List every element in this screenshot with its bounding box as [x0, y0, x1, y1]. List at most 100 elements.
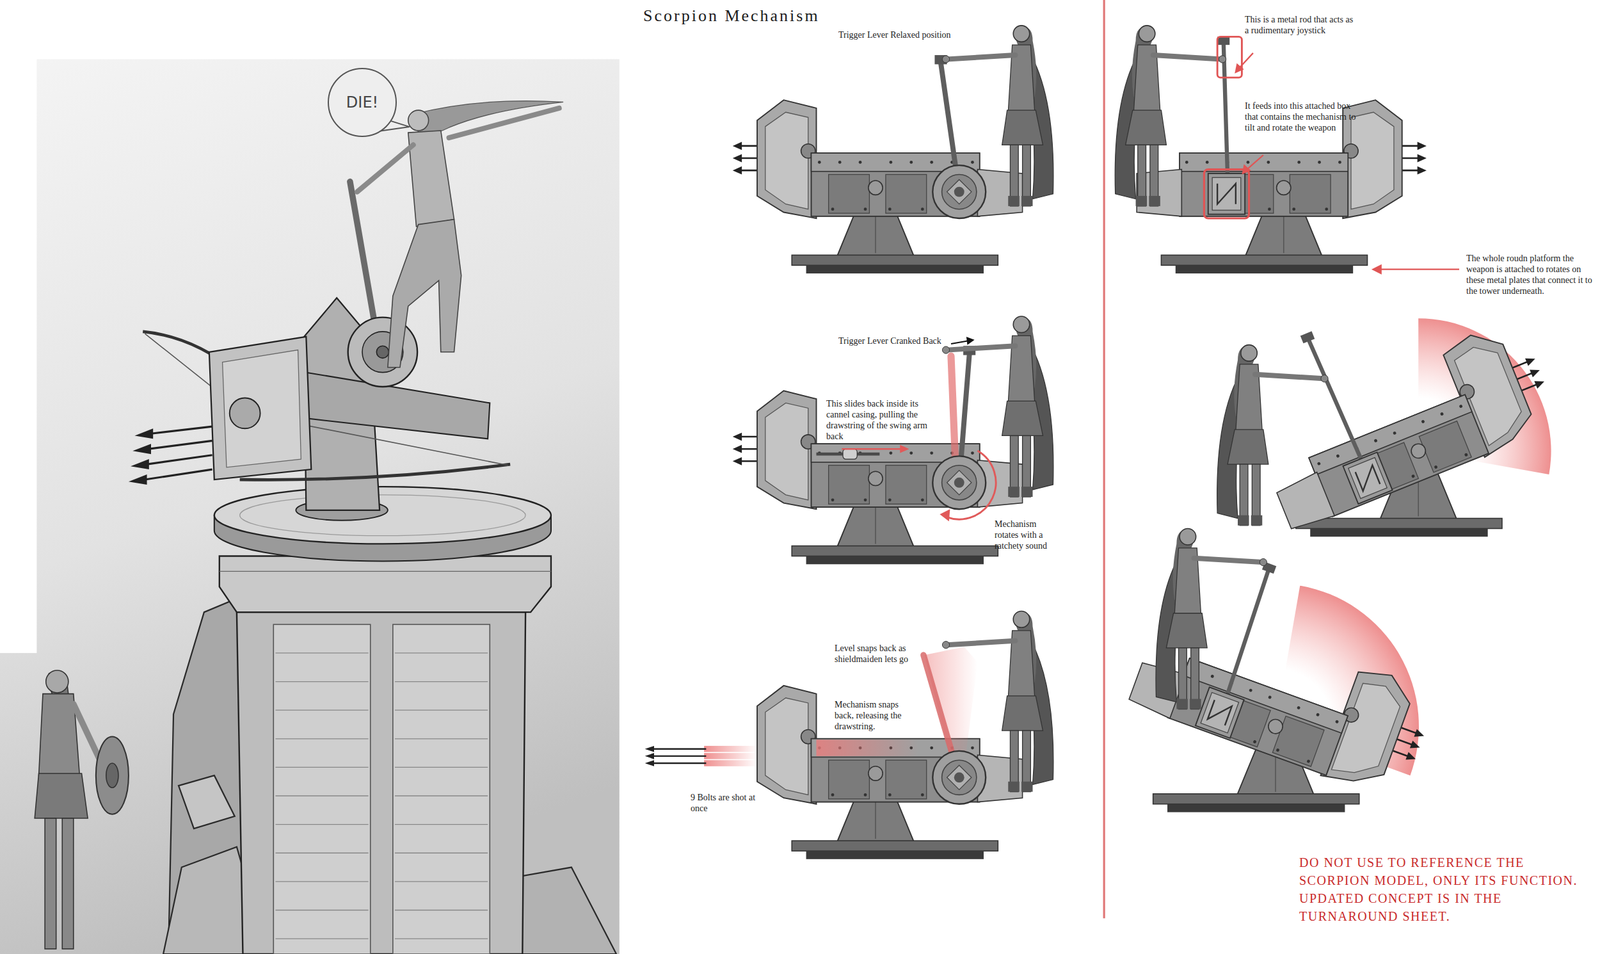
tower-bolts [147, 455, 213, 464]
annotation: Trigger Lever Relaxed position [838, 29, 952, 41]
tower-shieldmaiden [357, 101, 564, 368]
annotation: 9 Bolts are shot at once [690, 791, 767, 814]
channel-glow [816, 739, 919, 756]
tower-shieldmaiden [357, 144, 414, 192]
tower-scorpion [222, 350, 302, 468]
tower-scene [0, 0, 620, 954]
flying-bolts [650, 755, 706, 757]
tower-scorpion [128, 181, 511, 521]
flying-bolts [650, 762, 706, 764]
rocks [163, 591, 617, 954]
tower-scorpion [128, 428, 153, 485]
crank-arrow [966, 336, 975, 345]
tilt-up-view [1225, 257, 1563, 535]
tower-column [236, 611, 526, 954]
annotation: This is a metal rod that acts as a rudim… [1244, 14, 1355, 36]
tower-column [219, 570, 552, 572]
tilt-down-view [1195, 558, 1291, 738]
annotation: Mechanism rotates with a ratchety sound [994, 518, 1062, 552]
tower-scene [0, 58, 620, 954]
tilt-down-view [1155, 528, 1267, 709]
callout-arrows [1234, 53, 1460, 275]
tower-scorpion [376, 345, 389, 358]
flying-bolts [650, 748, 706, 750]
crank-arrow [951, 340, 969, 344]
joystick-view [1136, 99, 1403, 219]
standing-shieldmaiden [62, 817, 74, 949]
release-view [757, 685, 1023, 804]
slide-rod [842, 448, 857, 459]
tower-scorpion [209, 336, 312, 480]
flying-bolts [645, 745, 758, 767]
tower-column [273, 624, 370, 954]
tilt-up-view [1249, 325, 1540, 535]
release-view [942, 611, 1053, 792]
annotation: Trigger Lever Cranked Back [838, 335, 942, 347]
tower-scorpion [128, 474, 148, 485]
callout-arrows [1239, 53, 1254, 68]
tower-scorpion [229, 398, 261, 429]
tower-bolts [149, 440, 213, 449]
flying-bolts [645, 745, 655, 752]
bubble-outline [328, 68, 397, 137]
flying-bolts [645, 759, 655, 767]
tilt-up-view [1217, 257, 1563, 537]
rotation-arrow [939, 450, 996, 521]
rotation-arrow [946, 450, 996, 520]
tower-column [240, 494, 526, 536]
release-view [645, 611, 1054, 859]
callout-arrows [1234, 63, 1244, 74]
tilt-up-view [1291, 325, 1392, 504]
tower-shieldmaiden [449, 108, 560, 138]
slide-arrow [899, 444, 909, 454]
tower-column [392, 624, 490, 954]
flying-bolts [704, 759, 758, 767]
cranked-view [757, 390, 1023, 509]
joystick-view [1208, 36, 1245, 214]
flying-bolts [645, 752, 655, 760]
standing-shieldmaiden [96, 736, 129, 815]
relaxed-view [932, 165, 986, 219]
warning-note: DO NOT USE TO REFERENCE THE SCORPION MOD… [1299, 853, 1588, 925]
tower-column [219, 556, 552, 613]
standing-shieldmaiden [106, 762, 119, 788]
annotation: Level snaps back as shieldmaiden lets go [834, 642, 912, 665]
rocks [178, 775, 235, 829]
annotation: Mechanism snaps back, releasing the draw… [834, 698, 920, 732]
relaxed-view [732, 25, 1054, 274]
standing-shieldmaiden [44, 817, 57, 949]
tower-shieldmaiden [387, 219, 462, 368]
flying-bolts [704, 752, 758, 760]
tower-bolts [144, 426, 212, 480]
tower-column [214, 486, 552, 544]
tilt-up-view [1217, 344, 1328, 526]
box-highlight [1203, 169, 1249, 219]
annotation: The whole roudn platform the weapon is a… [1466, 252, 1593, 297]
cranked-view [942, 316, 1053, 497]
relaxed-view [757, 99, 1023, 219]
crank-arrow [951, 336, 975, 345]
annotation: It feeds into this attached box that con… [1244, 100, 1366, 134]
sheet-art [0, 0, 1563, 954]
release-view [932, 750, 986, 804]
tower-bolts [151, 426, 213, 434]
joystick-view [1114, 25, 1460, 275]
tower-shieldmaiden [408, 110, 429, 131]
callout-arrows [1371, 264, 1382, 275]
tilt-down-view [1155, 528, 1267, 709]
joystick-view [1114, 25, 1226, 207]
tower-column [275, 652, 488, 939]
callout-arrows [1241, 164, 1251, 175]
slide-arrow [841, 448, 902, 450]
standing-shieldmaiden [34, 773, 88, 818]
callout-arrows [1379, 268, 1460, 271]
tower-column [214, 486, 552, 954]
flying-bolts [650, 748, 706, 763]
standing-shieldmaiden [34, 670, 129, 949]
sheet-title: Scorpion Mechanism [643, 6, 820, 26]
slide-arrow [841, 444, 909, 454]
speech-bubble: DIE! [326, 66, 399, 139]
